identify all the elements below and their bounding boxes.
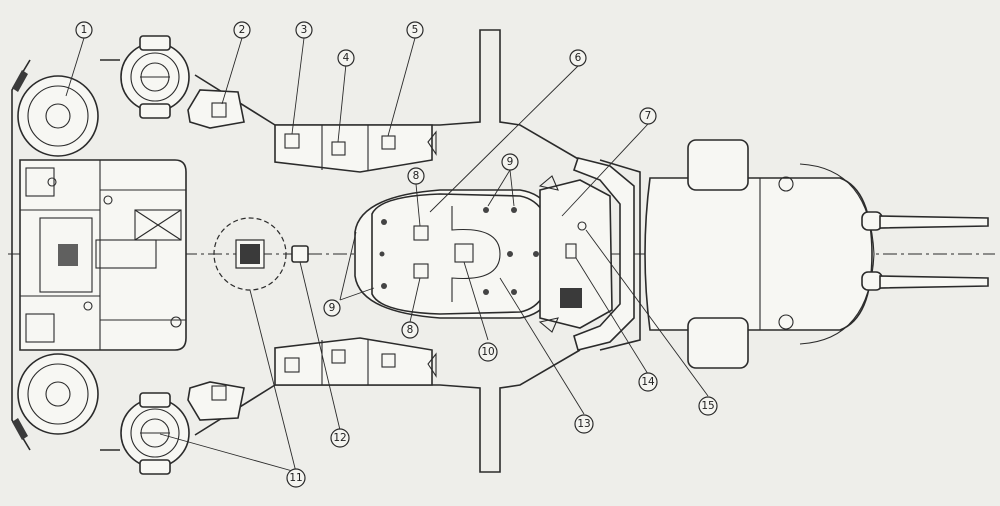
callout-2-label: 2	[239, 24, 246, 36]
deckhouse-top	[274, 124, 433, 173]
callout-3-label: 3	[301, 24, 308, 36]
callout-1-label: 1	[81, 24, 88, 36]
forward-superstructure	[539, 157, 635, 351]
callout-12-label: 12	[333, 432, 346, 444]
callout-13: 13	[574, 414, 594, 434]
callout-8-lower-label: 8	[407, 324, 414, 336]
bridge-platform	[354, 189, 561, 319]
twin-mount-top	[120, 35, 190, 119]
hatch-12	[291, 245, 309, 263]
callout-8-lower: 8	[401, 321, 419, 339]
callout-9-upper: 9	[501, 153, 519, 171]
callout-6: 6	[569, 49, 587, 67]
leader-lines	[65, 37, 709, 473]
callout-12: 12	[330, 428, 350, 448]
callout-4-label: 4	[343, 52, 350, 64]
aa-gun-tub-bottom-left	[12, 353, 99, 440]
twin-mount-bottom	[120, 392, 190, 475]
callout-14-label: 14	[641, 376, 655, 388]
callout-5: 5	[406, 21, 424, 39]
callout-15: 15	[698, 396, 718, 416]
callout-14: 14	[638, 372, 658, 392]
callout-3: 3	[295, 21, 313, 39]
callout-11-label: 11	[289, 472, 302, 484]
ventilator-bottom	[187, 381, 245, 421]
callout-11: 11	[286, 468, 306, 488]
callout-8-upper-label: 8	[413, 170, 420, 182]
callout-7: 7	[639, 107, 657, 125]
callout-13-label: 13	[577, 418, 590, 430]
callout-9-lower-label: 9	[329, 302, 336, 314]
callout-10: 10	[478, 342, 498, 362]
callout-10-label: 10	[481, 346, 494, 358]
callout-9-lower: 9	[323, 299, 341, 317]
callout-8-upper: 8	[407, 167, 425, 185]
aa-gun-tub-top-left	[12, 70, 99, 157]
callout-2: 2	[233, 21, 251, 39]
aft-compartments	[19, 159, 187, 351]
callout-5-label: 5	[412, 24, 419, 36]
callout-6-label: 6	[575, 52, 582, 64]
callout-4: 4	[337, 49, 355, 67]
ventilator-top	[187, 89, 245, 129]
deckhouse-bottom	[274, 337, 433, 386]
callout-15-label: 15	[701, 400, 714, 412]
main-turret	[644, 139, 989, 369]
callout-1: 1	[75, 21, 93, 39]
director-platform	[213, 217, 287, 291]
callout-7-label: 7	[645, 110, 652, 122]
deck-fittings	[427, 130, 559, 378]
callout-9-upper-label: 9	[507, 156, 514, 168]
